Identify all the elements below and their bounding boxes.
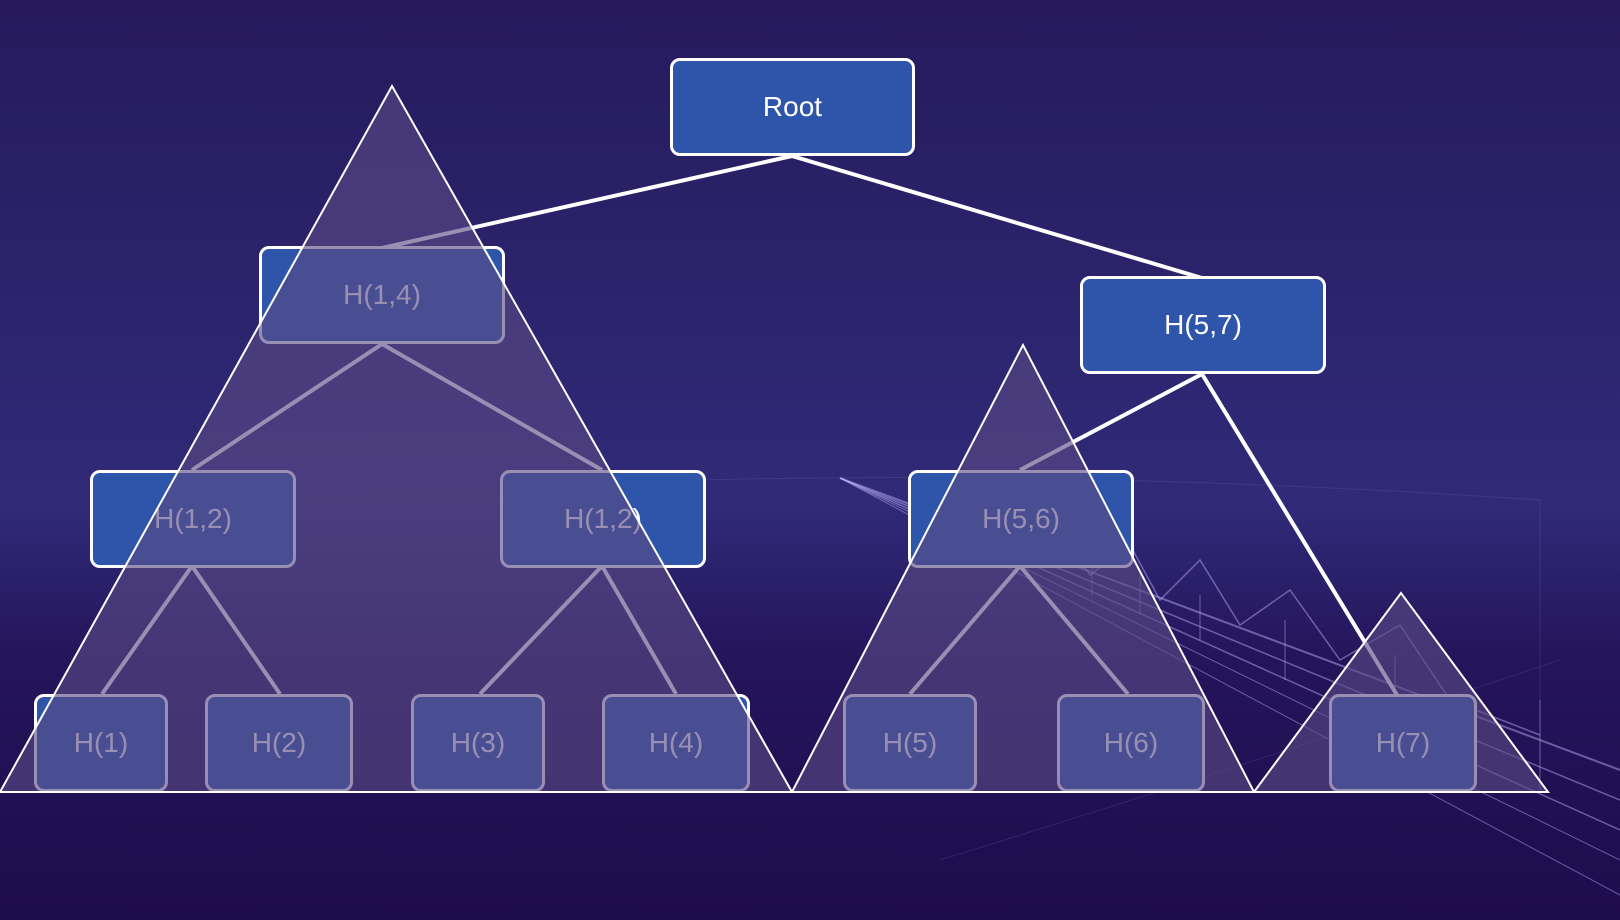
node-h5: H(5) bbox=[843, 694, 977, 792]
node-h12-left-label: H(1,2) bbox=[154, 503, 232, 534]
node-h14: H(1,4) bbox=[259, 246, 505, 344]
edge-h12b-h3 bbox=[478, 564, 604, 696]
edge-h12a-h2 bbox=[190, 564, 282, 696]
node-h57-label: H(5,7) bbox=[1164, 309, 1242, 340]
node-h2-label: H(2) bbox=[251, 727, 307, 758]
node-h4-label: H(4) bbox=[648, 727, 704, 758]
node-h3: H(3) bbox=[411, 694, 545, 792]
node-root: Root bbox=[670, 58, 915, 156]
node-h56-label: H(5,6) bbox=[982, 503, 1060, 534]
node-h3-label: H(3) bbox=[450, 727, 506, 758]
edge-h12a-h1 bbox=[100, 564, 194, 696]
edge-h14-h12b bbox=[381, 342, 603, 472]
node-h6-label: H(6) bbox=[1103, 727, 1159, 758]
node-h7-label: H(7) bbox=[1375, 727, 1431, 758]
edge-h14-h12a bbox=[190, 342, 384, 472]
edge-h56-h6 bbox=[1018, 564, 1130, 696]
node-h6: H(6) bbox=[1057, 694, 1205, 792]
edge-h56-h5 bbox=[908, 564, 1022, 696]
node-h56: H(5,6) bbox=[908, 470, 1134, 568]
node-h7: H(7) bbox=[1329, 694, 1477, 792]
edge-h57-h7 bbox=[1200, 372, 1402, 702]
node-h5-label: H(5) bbox=[882, 727, 938, 758]
node-h12-left: H(1,2) bbox=[90, 470, 296, 568]
node-h1-label: H(1) bbox=[73, 727, 129, 758]
edge-root-h14 bbox=[381, 154, 793, 250]
node-h4: H(4) bbox=[602, 694, 750, 792]
edge-root-h57 bbox=[791, 154, 1203, 280]
node-h2: H(2) bbox=[205, 694, 353, 792]
node-h14-label: H(1,4) bbox=[343, 279, 421, 310]
node-h12-right-label: H(1,2) bbox=[564, 503, 642, 534]
node-h57: H(5,7) bbox=[1080, 276, 1326, 374]
node-root-label: Root bbox=[762, 91, 823, 122]
node-h1: H(1) bbox=[34, 694, 168, 792]
edge-h12b-h4 bbox=[600, 564, 678, 696]
node-h12-right: H(1,2) bbox=[500, 470, 706, 568]
edge-h57-h56 bbox=[1019, 372, 1203, 472]
